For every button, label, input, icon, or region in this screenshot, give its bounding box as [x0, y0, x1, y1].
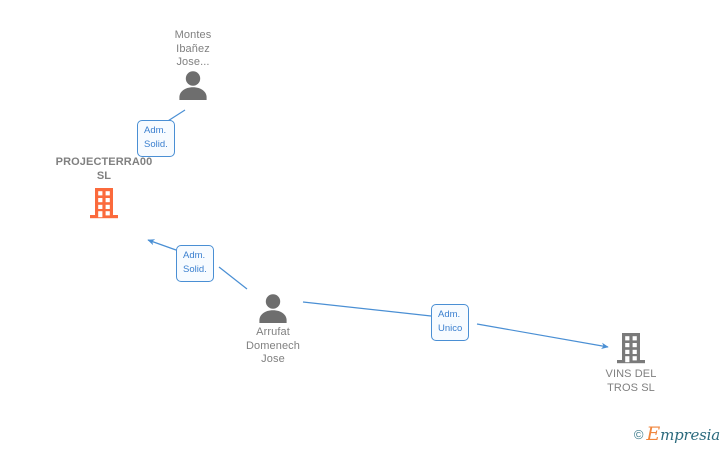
empresia-watermark: © Empresia	[634, 425, 720, 444]
edge-arrufat-projecterra-head	[147, 239, 177, 251]
node-label-arrufat: Arrufat Domenech Jose	[246, 326, 300, 365]
building-icon	[90, 188, 118, 219]
edge-label-arrufat-projecterra[interactable]: Adm. Solid.	[176, 245, 214, 282]
edge-label-line-2: Unico	[438, 323, 463, 334]
edge-label-montes-projecterra[interactable]: Adm. Solid.	[137, 120, 175, 157]
brand-rest: mpresia	[660, 426, 720, 444]
edge-label-line-2: Solid.	[144, 139, 168, 150]
building-icon	[617, 333, 645, 364]
graph-node-person-arrufat[interactable]: Arrufat Domenech Jose	[213, 293, 333, 367]
node-label-montes: Montes Ibañez Jose...	[174, 29, 212, 68]
edge-label-line-1: Adm.	[144, 125, 167, 136]
edge-arrufat-vins-tail	[302, 301, 432, 317]
brand-wordmark: Empresia	[646, 425, 720, 444]
edge-label-line-2: Solid.	[183, 264, 207, 275]
node-label-projecterra: PROJECTERRA00 SL	[55, 156, 153, 182]
brand-initial: E	[646, 423, 661, 445]
person-icon	[259, 294, 287, 323]
edge-arrufat-vins-head	[476, 323, 609, 349]
copyright-icon: ©	[633, 427, 644, 442]
person-icon	[179, 70, 207, 100]
edge-label-line-1: Adm.	[183, 250, 206, 261]
node-label-vins: VINS DEL TROS SL	[605, 368, 657, 394]
edge-arrufat-projecterra-tail	[218, 266, 248, 290]
edge-label-arrufat-vins[interactable]: Adm. Unico	[431, 304, 470, 341]
graph-node-company-vins[interactable]: VINS DEL TROS SL	[571, 333, 691, 395]
graph-node-person-montes[interactable]: Montes Ibañez Jose...	[133, 29, 253, 100]
graph-node-company-projecterra[interactable]: PROJECTERRA00 SL	[44, 156, 164, 220]
edge-label-line-1: Adm.	[438, 309, 461, 320]
